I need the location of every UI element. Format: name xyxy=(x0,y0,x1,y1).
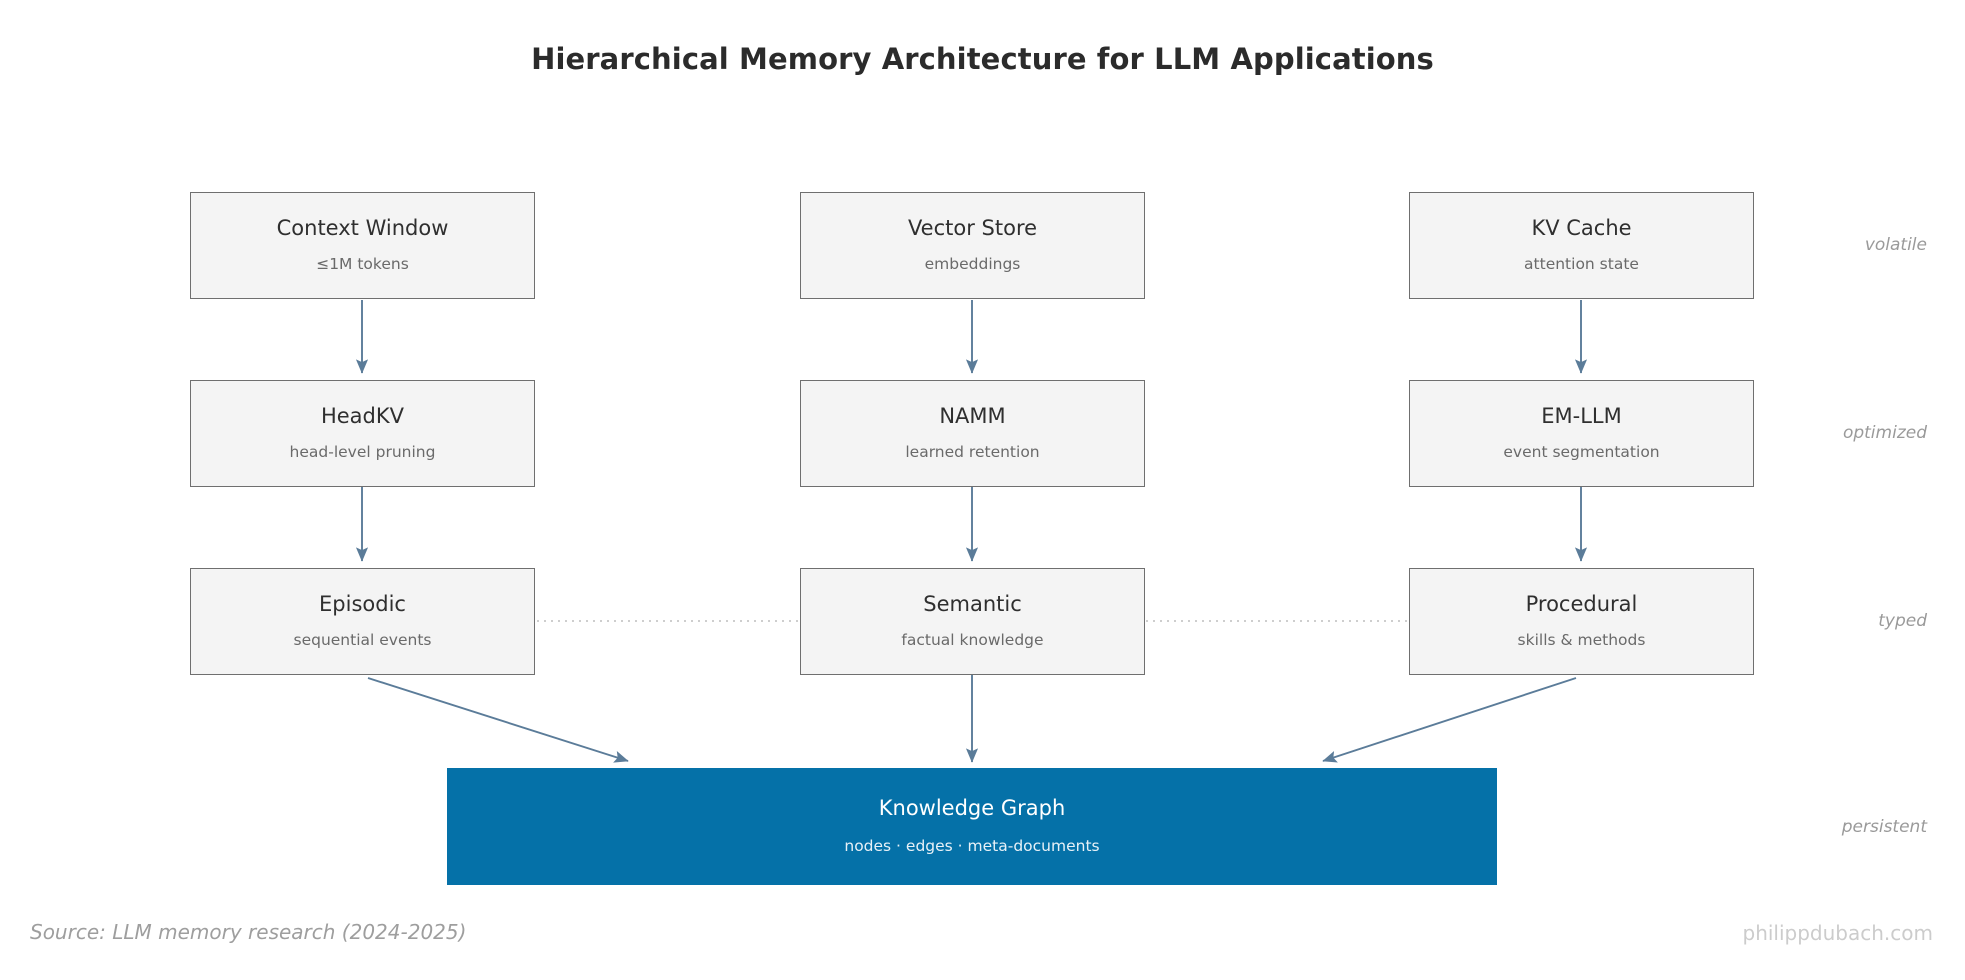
node-episodic[interactable]: Episodic sequential events xyxy=(190,568,535,675)
node-title: HeadKV xyxy=(320,404,405,429)
node-subtitle: head-level pruning xyxy=(289,443,436,462)
node-subtitle: embeddings xyxy=(924,255,1021,274)
node-subtitle: skills & methods xyxy=(1517,631,1646,650)
node-title: Semantic xyxy=(923,592,1022,617)
node-title: Procedural xyxy=(1525,592,1638,617)
page-title: Hierarchical Memory Architecture for LLM… xyxy=(531,42,1434,76)
tier-label-volatile: volatile xyxy=(1864,235,1927,255)
node-title: Context Window xyxy=(276,216,449,241)
node-em-llm[interactable]: EM-LLM event segmentation xyxy=(1409,380,1754,487)
node-kv-cache[interactable]: KV Cache attention state xyxy=(1409,192,1754,299)
node-subtitle: event segmentation xyxy=(1503,443,1660,462)
node-subtitle: learned retention xyxy=(905,443,1040,462)
node-knowledge-graph[interactable]: Knowledge Graph nodes · edges · meta-doc… xyxy=(447,768,1497,885)
source-note: Source: LLM memory research (2024-2025) xyxy=(30,920,467,944)
node-subtitle: sequential events xyxy=(293,631,432,650)
vertical-arrows xyxy=(355,300,1588,763)
node-subtitle: factual knowledge xyxy=(901,631,1044,650)
node-namm[interactable]: NAMM learned retention xyxy=(800,380,1145,487)
node-context-window[interactable]: Context Window ≤1M tokens xyxy=(190,192,535,299)
node-title: EM-LLM xyxy=(1541,404,1622,429)
tier-label-optimized: optimized xyxy=(1842,423,1927,443)
tier-label-typed: typed xyxy=(1878,611,1927,631)
node-semantic[interactable]: Semantic factual knowledge xyxy=(800,568,1145,675)
node-title: NAMM xyxy=(939,404,1006,429)
node-subtitle: attention state xyxy=(1524,255,1639,274)
node-title: Episodic xyxy=(319,592,406,617)
node-subtitle: nodes · edges · meta-documents xyxy=(844,837,1100,856)
edge-procedural-to-knowledge-graph xyxy=(1322,677,1577,763)
node-procedural[interactable]: Procedural skills & methods xyxy=(1409,568,1754,675)
node-headkv[interactable]: HeadKV head-level pruning xyxy=(190,380,535,487)
edge-episodic-to-knowledge-graph xyxy=(367,677,629,763)
node-subtitle: ≤1M tokens xyxy=(316,255,409,274)
node-title: KV Cache xyxy=(1531,216,1632,241)
node-vector-store[interactable]: Vector Store embeddings xyxy=(800,192,1145,299)
node-title: Knowledge Graph xyxy=(878,796,1066,821)
tier-label-persistent: persistent xyxy=(1841,817,1927,837)
brand-watermark: philippdubach.com xyxy=(1742,921,1934,945)
node-title: Vector Store xyxy=(907,216,1038,241)
